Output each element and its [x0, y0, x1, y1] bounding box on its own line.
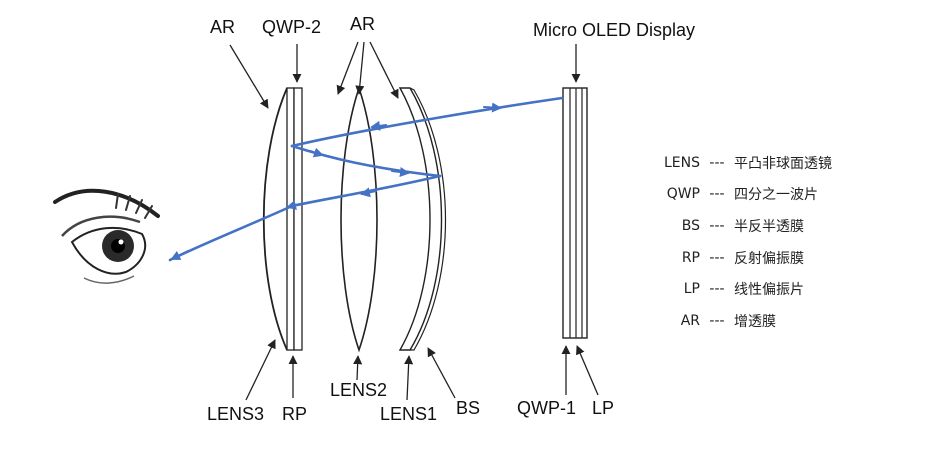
label-rp: RP: [282, 404, 307, 424]
label-qwp2: QWP-2: [262, 17, 321, 37]
legend-description: 平凸非球面透镜: [734, 155, 832, 172]
lens1: [398, 87, 446, 351]
label-bs: BS: [456, 398, 480, 418]
legend-description: 半反半透膜: [734, 218, 804, 235]
legend-description: 线性偏振片: [734, 282, 804, 299]
legend-description: 增透膜: [734, 313, 776, 330]
micro-oled-display: [562, 87, 588, 339]
callout-lines: [229, 41, 599, 401]
label-lens3: LENS3: [207, 404, 264, 424]
legend-key: QWP: [666, 186, 700, 203]
label-lens2: LENS2: [330, 380, 387, 400]
legend-separator: ---: [709, 312, 725, 329]
label-qwp1: QWP-1: [517, 398, 576, 418]
label-micro-oled: Micro OLED Display: [533, 20, 695, 40]
legend-row-rp: RP --- 反射偏振膜: [640, 242, 900, 274]
legend-separator: ---: [709, 249, 725, 266]
legend-key: BS: [681, 217, 700, 234]
legend-separator: ---: [709, 154, 725, 171]
label-ar-center: AR: [350, 14, 375, 34]
label-ar-left: AR: [210, 17, 235, 37]
label-lens1: LENS1: [380, 404, 437, 424]
legend-key: LENS: [663, 154, 700, 171]
light-ray: [168, 96, 564, 262]
legend-row-ar: AR --- 增透膜: [640, 305, 900, 337]
legend-description: 四分之一波片: [734, 187, 818, 204]
legend-key: RP: [681, 249, 700, 266]
legend-row-bs: BS --- 半反半透膜: [640, 210, 900, 242]
legend-row-qwp: QWP --- 四分之一波片: [640, 179, 900, 211]
lens3: [262, 87, 288, 351]
legend-description: 反射偏振膜: [734, 250, 804, 267]
legend-key: LP: [683, 281, 700, 298]
rp-plate: [293, 87, 303, 351]
legend: LENS --- 平凸非球面透镜 QWP --- 四分之一波片 BS --- 半…: [640, 147, 900, 337]
label-lp: LP: [592, 398, 614, 418]
legend-row-lp: LP --- 线性偏振片: [640, 273, 900, 305]
legend-separator: ---: [709, 186, 725, 203]
eye-illustration: [53, 188, 160, 284]
legend-separator: ---: [709, 217, 725, 234]
legend-row-lens: LENS --- 平凸非球面透镜: [640, 147, 900, 179]
legend-separator: ---: [709, 281, 725, 298]
qwp2-plate: [286, 87, 295, 351]
legend-key: AR: [680, 312, 700, 329]
